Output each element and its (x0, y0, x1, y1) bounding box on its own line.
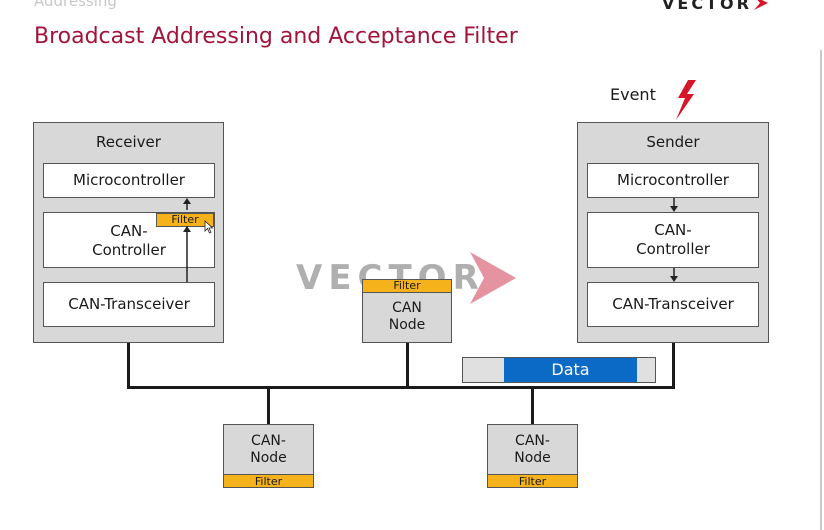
receiver-can-transceiver: CAN-Transceiver (43, 282, 215, 327)
bus-stub-bottom-right (531, 387, 534, 425)
section-label: Addressing (34, 0, 117, 10)
can-node-bottom-left-filter: Filter (223, 474, 314, 488)
sender-title: Sender (646, 133, 700, 151)
sender-can-transceiver: CAN-Transceiver (587, 282, 759, 327)
event-lightning-icon (676, 80, 696, 120)
sender-signal-arrows (670, 198, 678, 282)
can-node-bottom-right-label: CAN- Node (514, 433, 551, 466)
receiver-signal-arrow (183, 198, 191, 282)
can-node-middle-filter: Filter (362, 279, 452, 293)
bus-stub-sender (672, 342, 675, 388)
receiver-title: Receiver (96, 133, 161, 151)
sender-microcontroller: Microcontroller (587, 163, 759, 198)
mouse-cursor-icon (204, 220, 214, 234)
sender-can-controller: CAN- Controller (587, 212, 759, 268)
can-bus-line (127, 386, 675, 389)
receiver-microcontroller: Microcontroller (43, 163, 215, 198)
bus-stub-bottom-left (267, 387, 270, 425)
data-frame-label: Data (504, 358, 637, 382)
bus-stub-receiver (127, 342, 130, 388)
receiver-controller-label: CAN- Controller (92, 222, 166, 259)
can-node-middle-label: CAN Node (388, 300, 426, 333)
event-label: Event (610, 85, 656, 104)
can-node-bottom-right-filter: Filter (487, 474, 578, 488)
can-node-middle: Filter CAN Node (362, 279, 452, 343)
sender-controller-label: CAN- Controller (636, 221, 710, 258)
right-edge-divider (820, 50, 822, 530)
can-node-bottom-right: CAN- Node Filter (487, 424, 578, 488)
slide-title: Broadcast Addressing and Acceptance Filt… (34, 24, 518, 49)
watermark-chevron-icon (470, 252, 516, 304)
can-node-bottom-left-label: CAN- Node (250, 433, 287, 466)
brand-logo: VECTOR (662, 0, 752, 13)
bus-stub-middle (406, 342, 409, 388)
brand-chevron-icon (754, 0, 768, 10)
can-node-bottom-left: CAN- Node Filter (223, 424, 314, 488)
receiver-filter: Filter (156, 213, 214, 227)
